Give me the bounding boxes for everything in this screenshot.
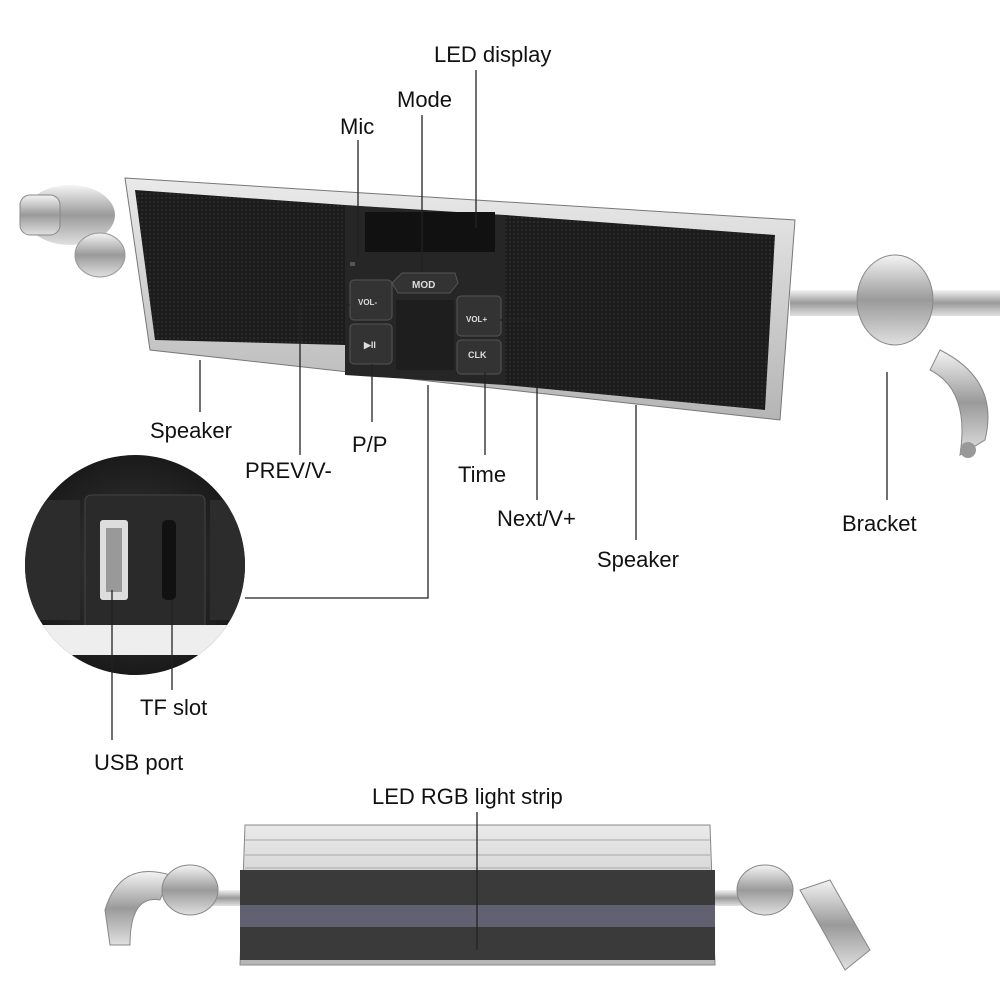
- led-display-screen: [365, 212, 495, 252]
- vol-plus-button[interactable]: VOL+: [466, 315, 487, 324]
- tf-slot: [162, 520, 176, 600]
- mic-hole: [350, 262, 355, 266]
- port-inset: [25, 455, 245, 675]
- leader-lines: [111, 70, 888, 950]
- label-usb-port: USB port: [94, 750, 184, 775]
- label-next: Next/V+: [497, 506, 576, 531]
- left-bracket: [19, 185, 126, 278]
- label-mode: Mode: [397, 87, 453, 112]
- right-bracket: [790, 254, 1000, 458]
- label-prev: PREV/V-: [245, 458, 332, 483]
- label-mic: Mic: [340, 114, 375, 139]
- control-buttons: MOD VOL- ▶II VOL+ CLK: [349, 272, 502, 375]
- speaker-body: [124, 177, 796, 421]
- play-pause-button[interactable]: ▶II: [363, 340, 376, 350]
- clk-button[interactable]: CLK: [468, 350, 487, 360]
- label-bracket: Bracket: [842, 511, 917, 536]
- vol-minus-button[interactable]: VOL-: [358, 298, 377, 307]
- label-led-display: LED display: [434, 42, 552, 67]
- label-play-pause: P/P: [352, 432, 388, 457]
- label-speaker-right: Speaker: [597, 547, 679, 572]
- label-speaker-left: Speaker: [150, 418, 232, 443]
- label-time: Time: [458, 462, 507, 487]
- mod-button[interactable]: MOD: [412, 280, 435, 291]
- bottom-device: [104, 824, 871, 971]
- label-led-strip: LED RGB light strip: [372, 784, 563, 809]
- label-tf-slot: TF slot: [140, 695, 208, 720]
